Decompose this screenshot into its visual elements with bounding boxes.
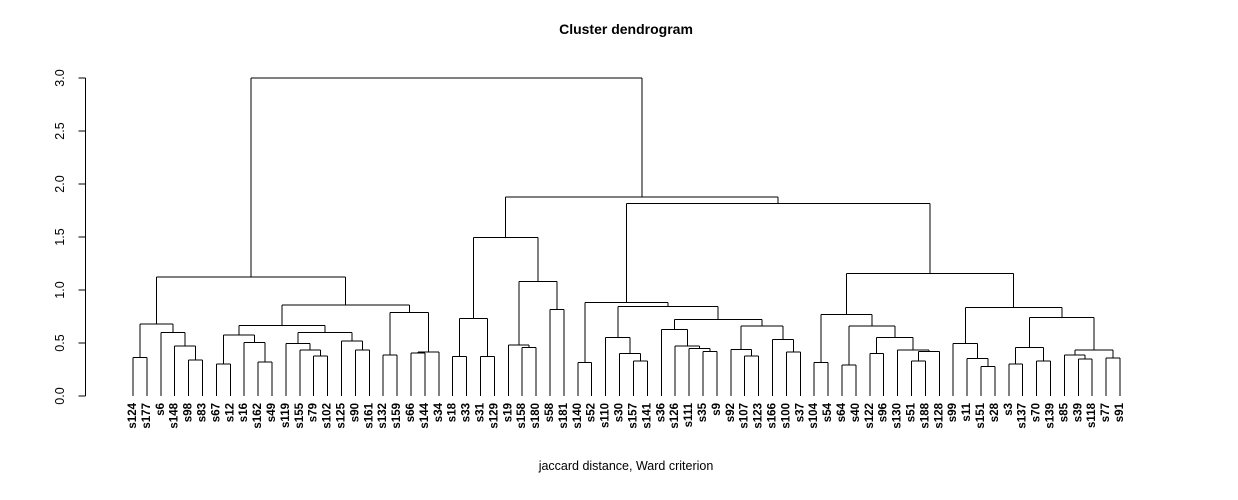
y-axis-tick-label: 2.5 xyxy=(53,122,67,139)
leaf-label: s18 xyxy=(447,402,459,422)
leaf-label: s28 xyxy=(989,402,1001,422)
leaf-label: s141 xyxy=(641,402,653,428)
leaf-label: s104 xyxy=(808,402,820,428)
leaf-label: s30 xyxy=(614,403,626,422)
leaf-label: s155 xyxy=(294,402,306,428)
leaf-label: s9 xyxy=(711,403,723,416)
leaf-label: s90 xyxy=(349,403,361,422)
chart-subtitle: jaccard distance, Ward criterion xyxy=(538,459,714,473)
leaf-label: s66 xyxy=(405,403,417,422)
leaf-label: s54 xyxy=(822,402,834,422)
y-axis-tick-label: 1.0 xyxy=(53,281,67,298)
leaf-label: s79 xyxy=(308,403,320,422)
leaf-label: s77 xyxy=(1100,403,1112,422)
leaf-label: s51 xyxy=(905,402,917,422)
leaf-label: s122 xyxy=(864,403,876,429)
leaf-label: s83 xyxy=(197,403,209,422)
leaf-label: s139 xyxy=(1044,403,1056,429)
leaf-label: s58 xyxy=(544,402,556,422)
leaf-label: s123 xyxy=(753,403,765,429)
leaf-label: s34 xyxy=(433,402,445,422)
leaf-label: s70 xyxy=(1031,403,1043,422)
leaf-label: s64 xyxy=(836,402,848,422)
leaf-label: s132 xyxy=(377,403,389,429)
leaf-label: s158 xyxy=(516,402,528,428)
leaf-label: s16 xyxy=(238,403,250,422)
leaf-label: s35 xyxy=(697,402,709,422)
leaf-label: s110 xyxy=(600,403,612,428)
leaf-label: s125 xyxy=(336,402,348,428)
leaf-label: s40 xyxy=(850,403,862,422)
leaf-label: s159 xyxy=(391,403,403,429)
leaf-label: s52 xyxy=(586,403,598,422)
leaf-label: s36 xyxy=(655,403,667,422)
leaf-label: s144 xyxy=(419,402,431,428)
leaf-label: s151 xyxy=(975,402,987,428)
leaf-label: s130 xyxy=(892,403,904,429)
chart-title: Cluster dendrogram xyxy=(559,21,693,37)
y-axis-tick-label: 0.5 xyxy=(53,334,67,351)
dendrogram-tree xyxy=(132,77,1121,396)
leaf-label: s11 xyxy=(961,402,973,421)
leaf-label: s128 xyxy=(933,402,945,428)
y-axis-tick-label: 0.0 xyxy=(53,387,67,404)
leaf-label: s124 xyxy=(127,402,139,428)
leaf-label: s177 xyxy=(141,403,153,429)
leaf-label: s49 xyxy=(266,403,278,422)
leaf-label: s161 xyxy=(363,402,375,428)
leaf-label: s162 xyxy=(252,403,264,429)
y-axis-tick-label: 2.0 xyxy=(53,175,67,192)
leaf-label: s137 xyxy=(1017,403,1029,429)
leaf-label: s31 xyxy=(475,402,487,422)
y-axis-tick-label: 3.0 xyxy=(53,69,67,86)
leaf-label: s98 xyxy=(183,402,195,422)
leaf-label: s6 xyxy=(155,403,167,416)
y-axis-tick-label: 1.5 xyxy=(53,228,67,245)
leaf-label: s67 xyxy=(210,403,222,422)
leaf-label: s188 xyxy=(919,402,931,428)
leaf-label: s111 xyxy=(683,402,695,427)
leaf-label: s19 xyxy=(502,403,514,422)
leaf-label: s126 xyxy=(669,403,681,429)
leaf-label: s180 xyxy=(530,403,542,429)
leaf-label: s107 xyxy=(739,403,751,429)
leaf-label: s96 xyxy=(878,403,890,422)
leaf-label: s85 xyxy=(1058,402,1070,422)
leaf-label: s99 xyxy=(947,403,959,422)
leaf-label: s157 xyxy=(627,403,639,429)
leaf-label: s166 xyxy=(766,403,778,429)
leaf-label: s12 xyxy=(224,403,236,422)
leaf-label: s33 xyxy=(461,403,473,422)
leaf-label: s102 xyxy=(322,403,334,429)
leaf-label: s3 xyxy=(1003,403,1015,416)
y-axis: 0.0 0.5 1.0 1.5 2.0 2.5 3.0 xyxy=(53,69,86,405)
leaf-label: s91 xyxy=(1114,402,1126,422)
leaf-label: s148 xyxy=(169,402,181,428)
leaf-label: s118 xyxy=(1086,402,1098,428)
leaf-label: s181 xyxy=(558,402,570,428)
leaf-label: s100 xyxy=(780,403,792,429)
leaf-label: s119 xyxy=(280,403,292,428)
leaf-label: s140 xyxy=(572,403,584,429)
leaf-label: s37 xyxy=(794,403,806,422)
leaf-label: s92 xyxy=(725,403,737,422)
leaf-label: s39 xyxy=(1072,403,1084,422)
leaf-label: s129 xyxy=(488,403,500,429)
